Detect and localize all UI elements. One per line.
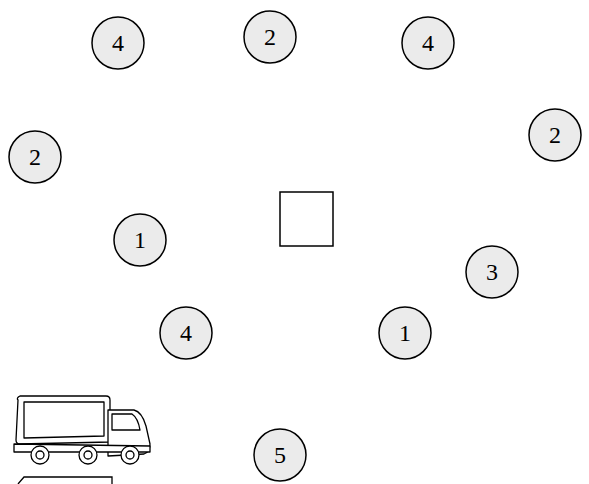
number-circle: 5 (253, 428, 307, 482)
number-circle: 1 (378, 306, 432, 360)
callout-number: 4 (180, 321, 192, 345)
number-circle: 4 (159, 306, 213, 360)
partial-shape (18, 477, 112, 484)
number-circle: 1 (113, 213, 167, 267)
callout-number: 3 (486, 260, 498, 284)
callout-number: 4 (112, 31, 124, 55)
callout-number: 4 (422, 31, 434, 55)
number-circle: 2 (243, 10, 297, 64)
callout-number: 2 (264, 25, 276, 49)
callout-number: 1 (134, 228, 146, 252)
callout-number: 2 (29, 145, 41, 169)
truck-icon (14, 396, 150, 464)
callout-number: 1 (399, 321, 411, 345)
number-circle: 2 (8, 130, 62, 184)
number-circle: 4 (91, 16, 145, 70)
empty-square (280, 192, 333, 246)
number-circle: 3 (465, 245, 519, 299)
number-circle: 2 (528, 108, 582, 162)
number-circle: 4 (401, 16, 455, 70)
callout-number: 5 (274, 443, 286, 467)
callout-number: 2 (549, 123, 561, 147)
